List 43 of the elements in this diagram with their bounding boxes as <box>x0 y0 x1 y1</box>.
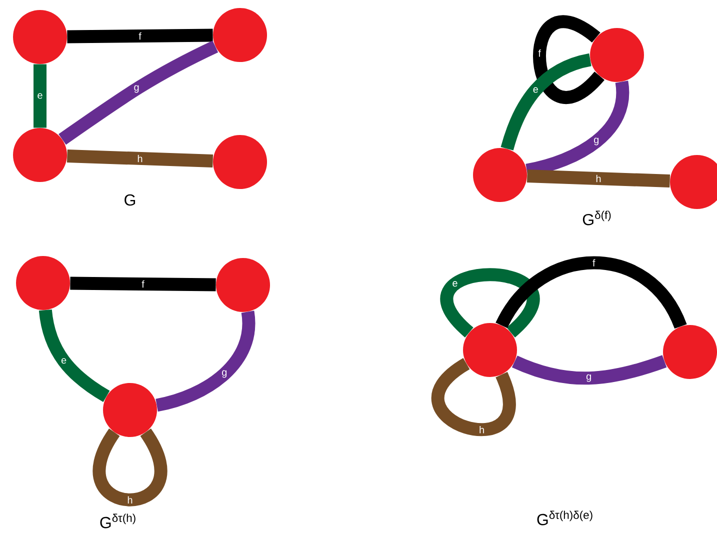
ribbon-edge <box>38 309 110 402</box>
vertex-circle <box>16 256 70 310</box>
edge-label: f <box>538 49 541 57</box>
edge-label: h <box>480 426 484 434</box>
ribbon-edge <box>500 53 592 151</box>
edge-label: f <box>142 280 144 288</box>
ribbon-edge <box>34 64 46 128</box>
vertex-circle <box>463 322 517 377</box>
vertex-circle <box>216 258 270 312</box>
ribbon-edge <box>512 355 667 385</box>
edge-label: g <box>134 85 139 93</box>
vertex-circle <box>213 8 267 62</box>
edge-label: f <box>138 32 142 40</box>
edge-label: h <box>138 154 142 162</box>
ribbon-edge <box>58 40 218 145</box>
edge-label: g <box>594 138 598 146</box>
edge-label: e <box>61 358 66 364</box>
graph-caption: G$^{δ(f)}$ <box>582 210 611 226</box>
edge-label: f <box>592 259 596 266</box>
vertex-circle <box>663 324 717 379</box>
vertex-circle <box>13 10 67 64</box>
ribbon-edge <box>66 149 214 168</box>
vertex-circle <box>590 28 644 82</box>
vertex-circle <box>213 135 267 189</box>
ribbon-edge <box>533 15 604 104</box>
edge-label: h <box>596 174 601 182</box>
graph-caption: G$^{δτ(h)δ(e)}$ <box>537 510 592 526</box>
vertex-circle <box>13 128 67 182</box>
vertex-circle <box>473 148 527 202</box>
vertex-circle <box>103 382 157 437</box>
edge-label: e <box>38 93 42 99</box>
graph-caption: G$^{δτ(h)}$ <box>100 514 136 528</box>
edge-label: e <box>452 281 458 287</box>
ribbon-edge <box>67 28 213 44</box>
ribbon-edge <box>440 268 540 337</box>
ribbon-edge <box>526 169 670 188</box>
edge-label: h <box>128 496 132 504</box>
graph-caption: G <box>124 194 136 206</box>
edge-label: g <box>222 370 227 378</box>
edge-label: g <box>586 374 591 382</box>
edge-label: e <box>533 87 538 93</box>
ribbon-edge <box>496 256 687 330</box>
ribbon-edge <box>70 276 216 292</box>
